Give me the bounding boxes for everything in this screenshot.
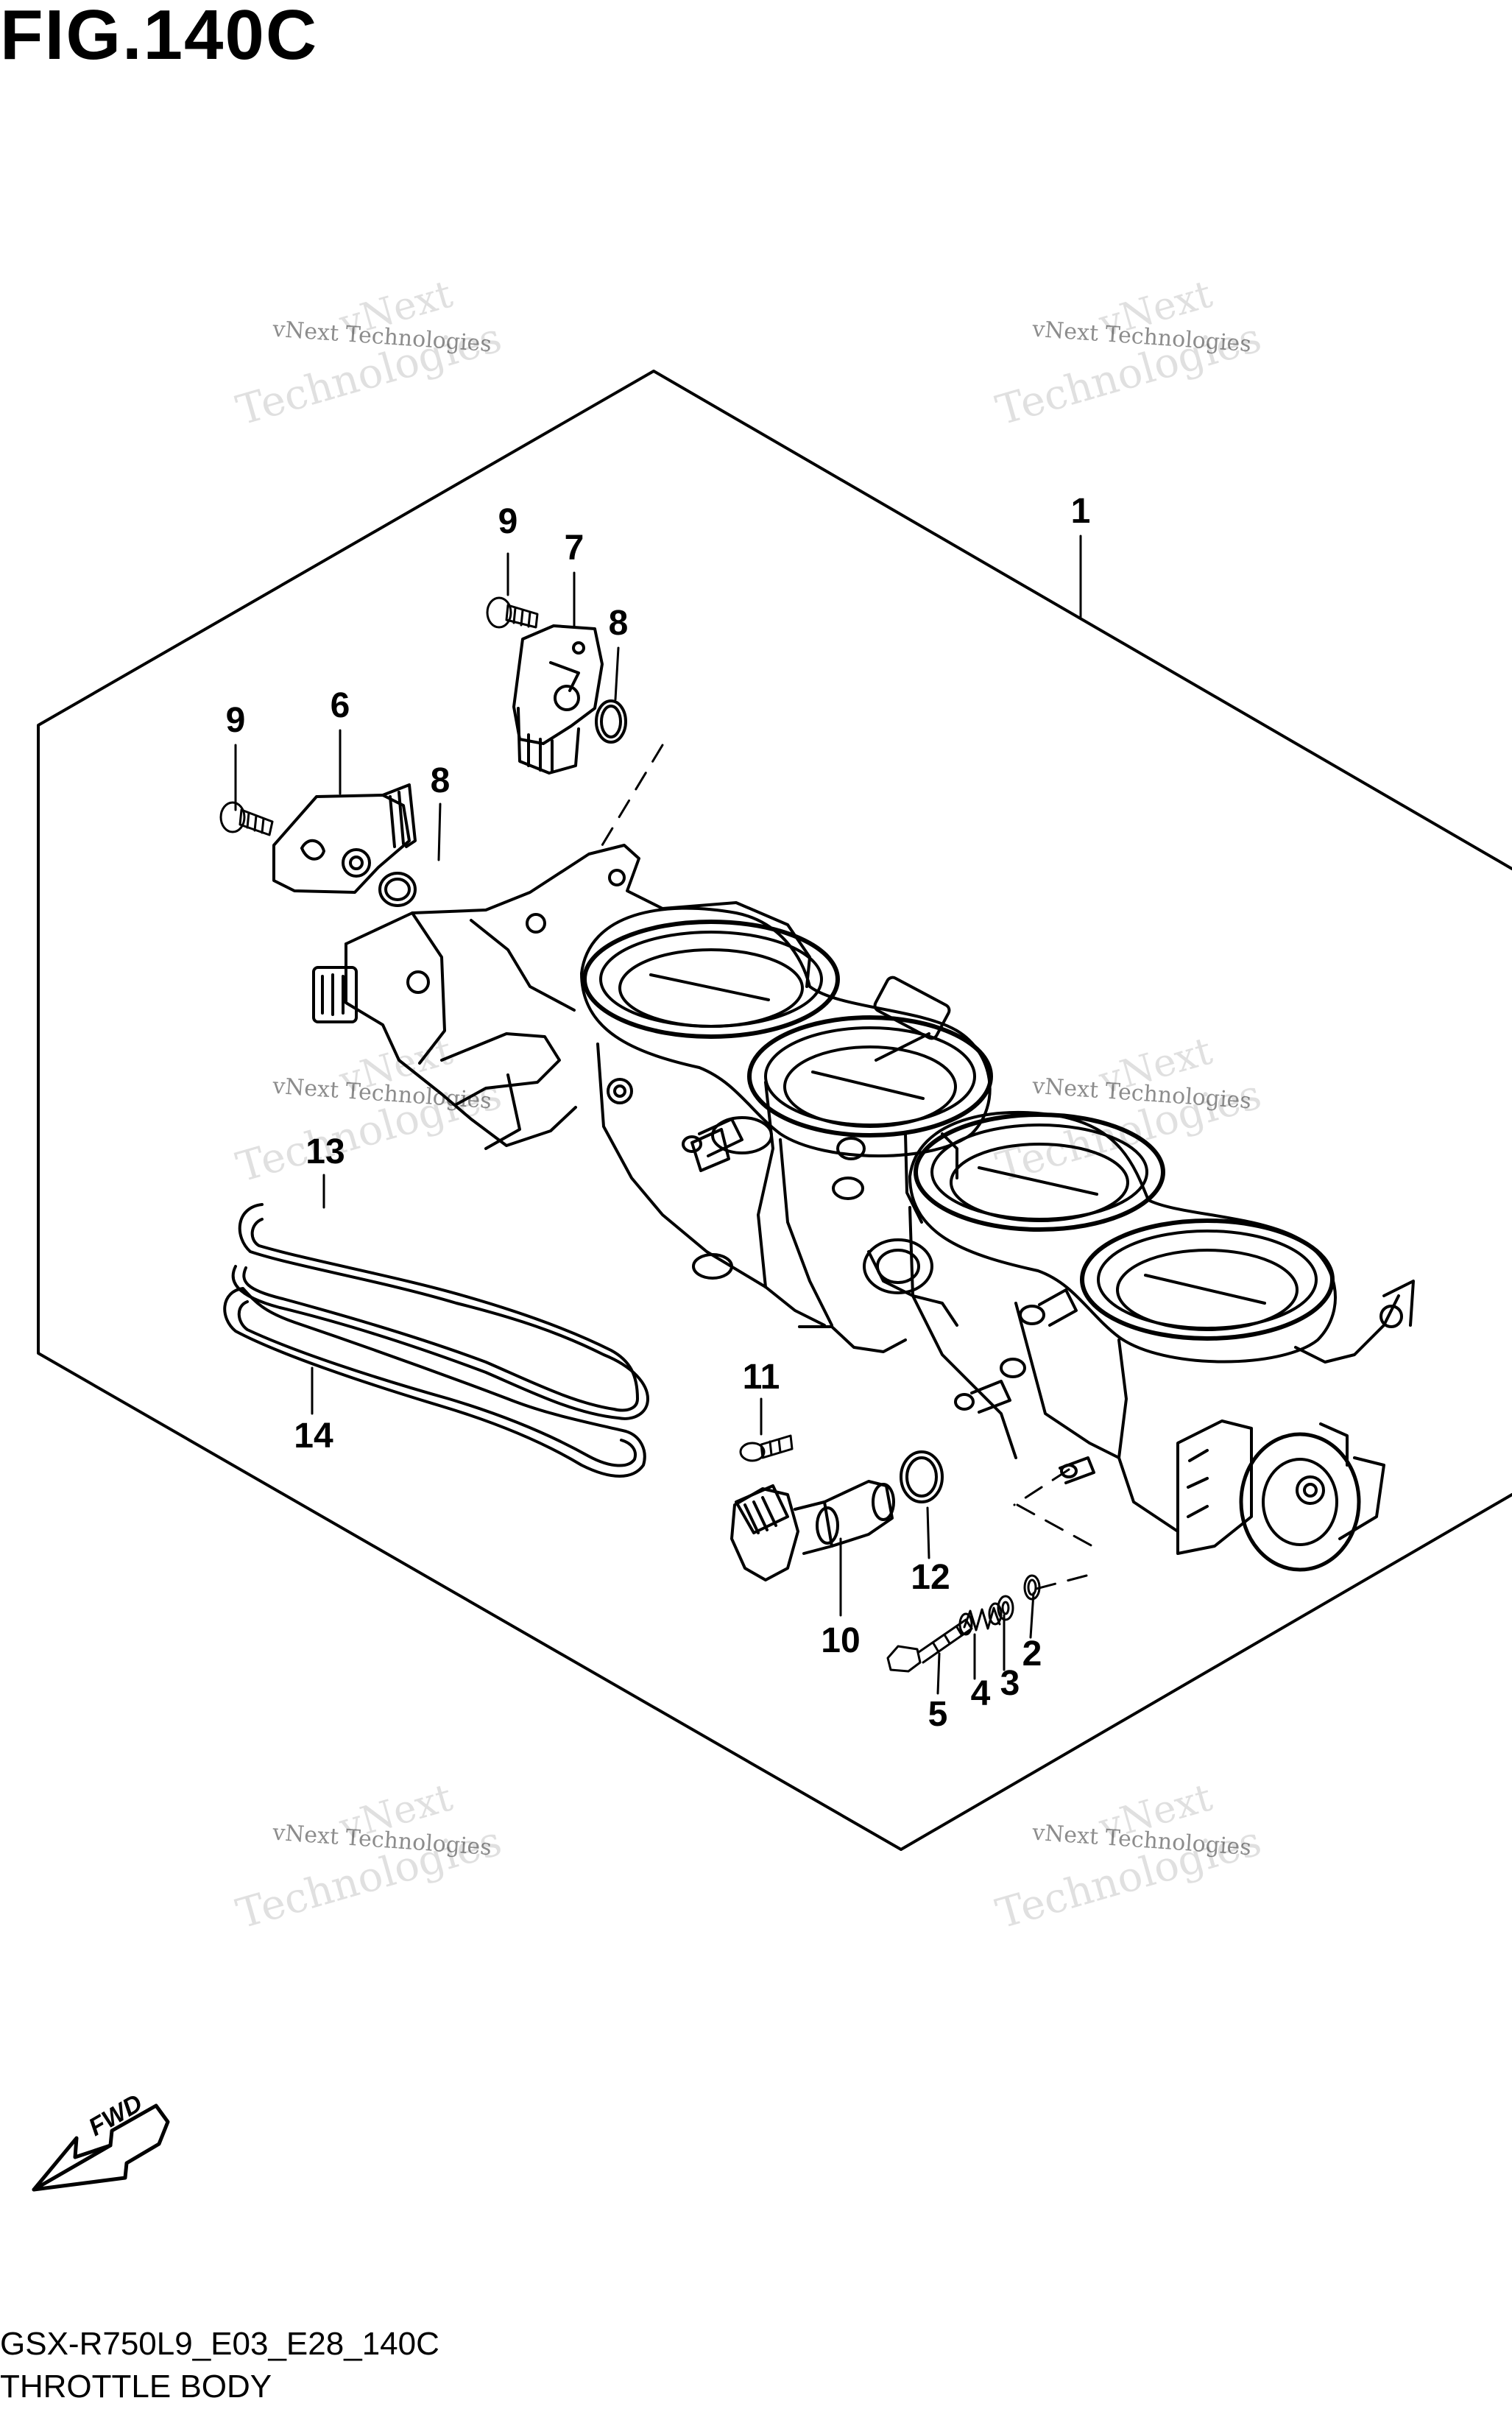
throttle-body-main xyxy=(312,844,1415,1572)
callout-6: 6 xyxy=(330,686,350,725)
callout-2: 2 xyxy=(1022,1634,1042,1673)
section-name: THROTTLE BODY xyxy=(0,2369,272,2405)
bolt-9-lower xyxy=(219,801,274,836)
assembly-outline xyxy=(37,370,1512,1851)
bolt-9-upper xyxy=(486,596,539,629)
sensor-10 xyxy=(730,1480,895,1581)
callout-4: 4 xyxy=(970,1674,991,1713)
leader-lines xyxy=(234,535,1082,1695)
o-ring-2 xyxy=(1023,1574,1041,1601)
callout-9-lower: 9 xyxy=(225,701,246,740)
callout-8-lower: 8 xyxy=(430,761,451,800)
callout-10: 10 xyxy=(821,1621,861,1660)
sensor-7 xyxy=(512,624,604,775)
callout-7: 7 xyxy=(564,529,584,568)
o-ring-12 xyxy=(900,1450,944,1503)
dashed-guides xyxy=(601,744,1094,1592)
screw-5 xyxy=(886,1618,973,1673)
hose-14 xyxy=(223,1287,646,1478)
callout-9-upper: 9 xyxy=(498,502,518,541)
spring-4 xyxy=(958,1602,1003,1636)
callout-12: 12 xyxy=(911,1558,950,1597)
washer-3 xyxy=(997,1595,1014,1621)
figure-title: FIG.140C xyxy=(0,0,319,74)
callout-3: 3 xyxy=(1000,1664,1020,1703)
fwd-arrow-icon xyxy=(32,2103,170,2192)
o-ring-8-lower xyxy=(378,872,417,907)
callout-1: 1 xyxy=(1070,492,1091,531)
model-code: GSX-R750L9_E03_E28_140C xyxy=(0,2326,439,2362)
screw-11 xyxy=(739,1434,794,1462)
callout-8-upper: 8 xyxy=(608,604,629,643)
hose-13 xyxy=(231,1203,649,1420)
o-ring-8-upper xyxy=(595,699,627,744)
sensor-6 xyxy=(272,783,417,894)
callout-13: 13 xyxy=(305,1132,345,1171)
callout-14: 14 xyxy=(294,1417,333,1456)
callout-5: 5 xyxy=(928,1695,948,1734)
callout-11: 11 xyxy=(742,1358,780,1397)
